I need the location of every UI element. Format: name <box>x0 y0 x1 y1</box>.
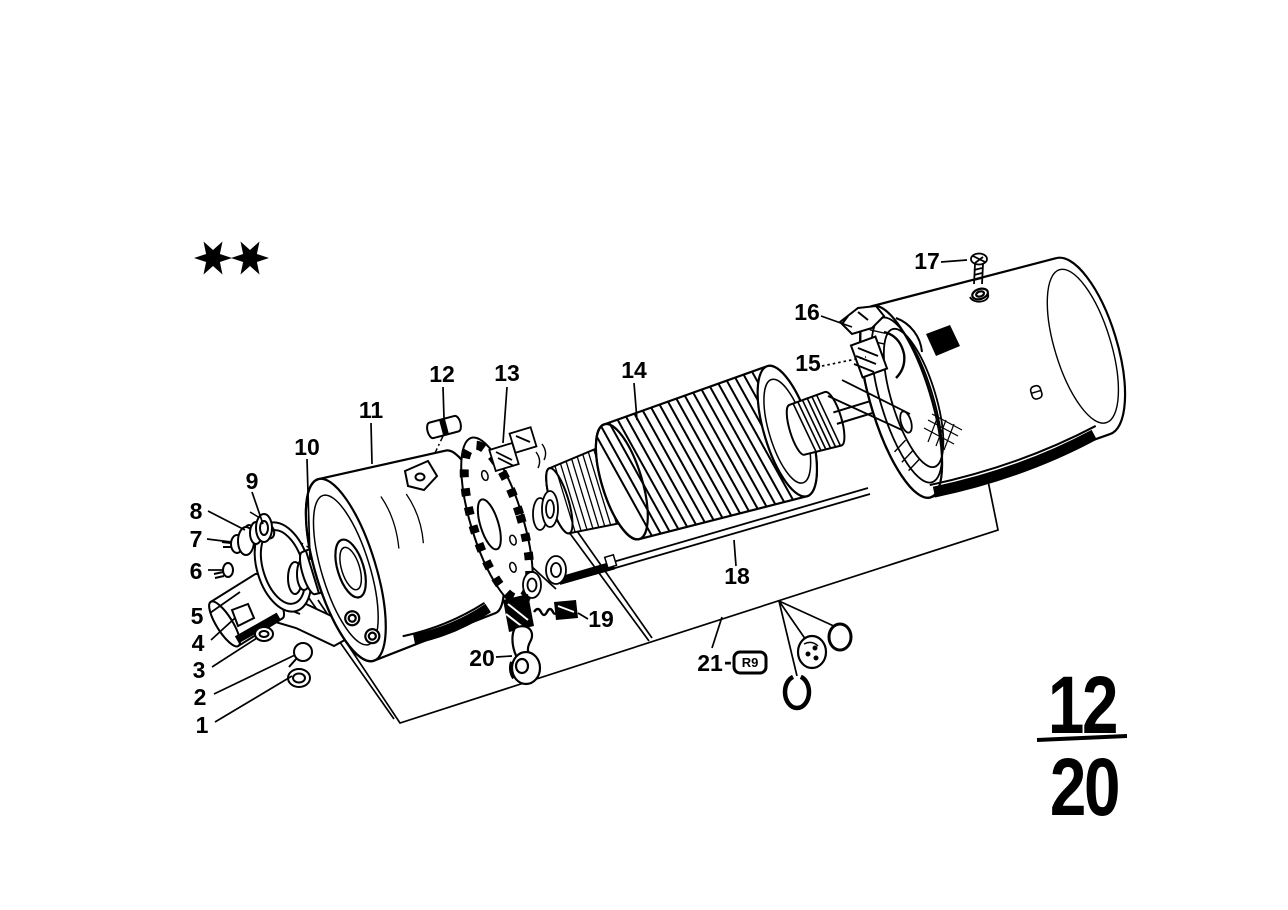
retaining-ring <box>287 668 311 688</box>
part-label-2: 2 <box>194 684 207 710</box>
part-label-11: 11 <box>359 397 384 423</box>
part-label-4: 4 <box>192 630 205 656</box>
brush-holders <box>488 426 547 473</box>
part-label-19: 19 <box>588 606 614 632</box>
part-label-20: 20 <box>469 645 495 671</box>
sheet-number-divider <box>1036 734 1128 742</box>
part-label-17: 17 <box>914 248 940 274</box>
part-label-6: 6 <box>190 558 203 584</box>
brush-19 <box>503 594 578 632</box>
part-label-21: 21 <box>697 650 723 676</box>
armature <box>583 364 824 550</box>
part-label-15: 15 <box>795 350 821 376</box>
star-icon <box>194 241 232 275</box>
spline-shaft <box>785 389 912 456</box>
part-label-5: 5 <box>191 603 204 629</box>
leader-lines <box>206 259 968 723</box>
callout-labels: 1 2 3 4 5 6 7 8 9 10 11 12 13 14 15 16 1… <box>190 248 940 738</box>
pole-shoe-hatch <box>923 413 963 451</box>
part-label-10: 10 <box>294 434 320 460</box>
inner-shaft <box>827 379 913 434</box>
screw-17 <box>969 252 990 303</box>
seal-parts <box>782 622 853 711</box>
drive-end-housing <box>304 449 506 663</box>
part-label-12: 12 <box>429 361 455 387</box>
clamp-part-12 <box>426 414 462 440</box>
pivot-bracket <box>230 602 256 628</box>
reference-badge: R9 <box>732 650 768 675</box>
bearing-washers <box>522 490 567 599</box>
washer <box>254 626 274 642</box>
part-label-3: 3 <box>193 657 206 683</box>
badge-separator: - <box>724 648 732 674</box>
part-label-8: 8 <box>190 498 203 524</box>
solenoid-assembly <box>208 513 354 688</box>
part-label-18: 18 <box>724 563 750 589</box>
star-icon <box>231 241 269 275</box>
housing-tab <box>403 459 439 492</box>
field-terminal-block <box>926 325 960 356</box>
sheet-number: 12 20 <box>1036 659 1128 833</box>
part-label-13: 13 <box>494 360 520 386</box>
bolt-and-washers <box>221 513 273 556</box>
part-label-16: 16 <box>794 299 820 325</box>
badge-code: R9 <box>742 655 759 670</box>
part-label-7: 7 <box>190 526 203 552</box>
brush-15 <box>849 317 923 379</box>
part-label-14: 14 <box>621 357 647 383</box>
part-label-9: 9 <box>246 468 259 494</box>
spring-clip-20 <box>508 625 542 686</box>
ball-stud <box>288 642 313 668</box>
sheet-number-denominator: 20 <box>1050 741 1119 833</box>
motor-yoke <box>859 256 1127 499</box>
star-markers <box>194 241 269 275</box>
part-label-1: 1 <box>196 712 209 738</box>
